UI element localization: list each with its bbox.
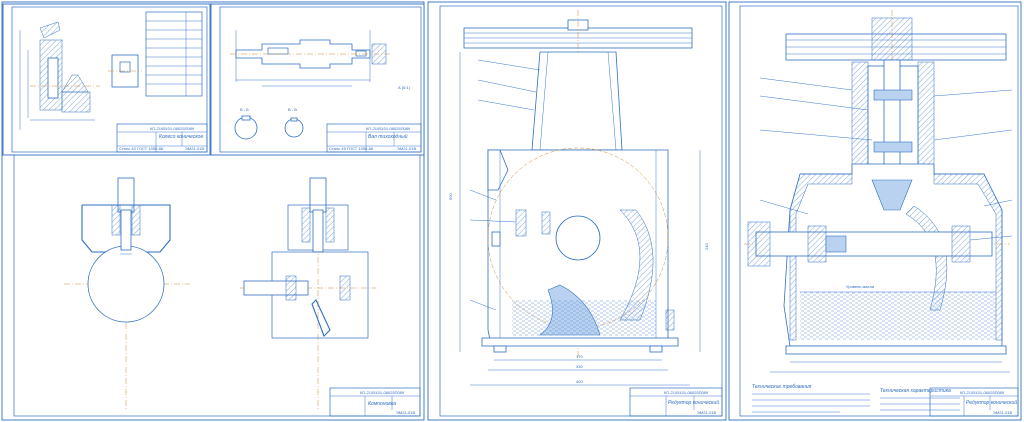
sheet-1-layout: КП-2105101-08025П089 Колесо коническое С… [1, 1, 425, 421]
sheet-2-doc-code: КП-2105101-08025П089 [664, 390, 709, 395]
sheet-3-group: ЭМ21-01В [993, 410, 1012, 415]
sheet-2-group: ЭМ21-01В [697, 410, 716, 415]
sheet-1-doc-code: КП-2105101-08025П089 [360, 390, 405, 395]
part-b-title: Вал тихоходный [368, 133, 408, 140]
part-a-title-block [116, 123, 208, 153]
dim-240: 240 [704, 243, 709, 250]
layout-front-view [64, 177, 190, 410]
part-a-doc-code: КП-2105101-08025П089 [150, 126, 195, 131]
part-a-material: Сталь 40 ГОСТ 1050-88 [119, 146, 164, 151]
part-b-doc-code: КП-2105101-08025П089 [366, 126, 411, 131]
sheet-1-title-block [329, 387, 421, 417]
part-b-material: Сталь 45 ГОСТ 1050-88 [329, 146, 374, 151]
part-drawing-bevel-gear: КП-2105101-08025П089 Колесо коническое С… [2, 3, 211, 156]
dim-400: 400 [576, 379, 583, 384]
part-drawing-shaft: Б - Б В - В А (5:1) КП-2105101-08025П089… [210, 3, 425, 156]
sheet-3-reducer-section: Уровень масла Технические требования Тех… [728, 1, 1022, 421]
dim-500: 500 [448, 193, 453, 200]
section-label-v: В - В [288, 107, 297, 112]
sheet-3-doc-code: КП-2105101-08025П089 [960, 390, 1005, 395]
sheet-2-inner-frame [439, 5, 723, 417]
oil-level-label: Уровень масла [846, 284, 875, 289]
technical-characteristics-title: Техническая характеристика [880, 388, 951, 394]
dim-330: 330 [576, 364, 583, 369]
sheet-3-title: Редуктор конический [966, 399, 1017, 406]
part-b-title-block [326, 123, 422, 153]
sheet-1-group: ЭМ21-01В [396, 410, 415, 415]
layout-side-view [240, 177, 376, 410]
part-a-title: Колесо коническое [159, 134, 203, 140]
dim-170: 170 [576, 354, 583, 359]
sheet-2-reducer-front: 170 330 400 500 240 КП-2105101-08025П089… [427, 1, 727, 421]
part-b-group: ЭМ21-01В [397, 146, 416, 151]
sheet-1-title: Компоновка [368, 401, 396, 407]
sheet-2-title-block [629, 387, 723, 417]
technical-requirements-title: Технические требования [752, 384, 812, 390]
view-label-a: А (5:1) [398, 85, 411, 90]
sheet-3-inner-frame [739, 5, 1019, 417]
part-a-group: ЭМ21-01В [185, 146, 204, 151]
sheet-3-title-block [929, 387, 1019, 417]
sheet-2-title: Редуктор конический [668, 399, 719, 406]
section-label-b: Б - Б [240, 107, 249, 112]
